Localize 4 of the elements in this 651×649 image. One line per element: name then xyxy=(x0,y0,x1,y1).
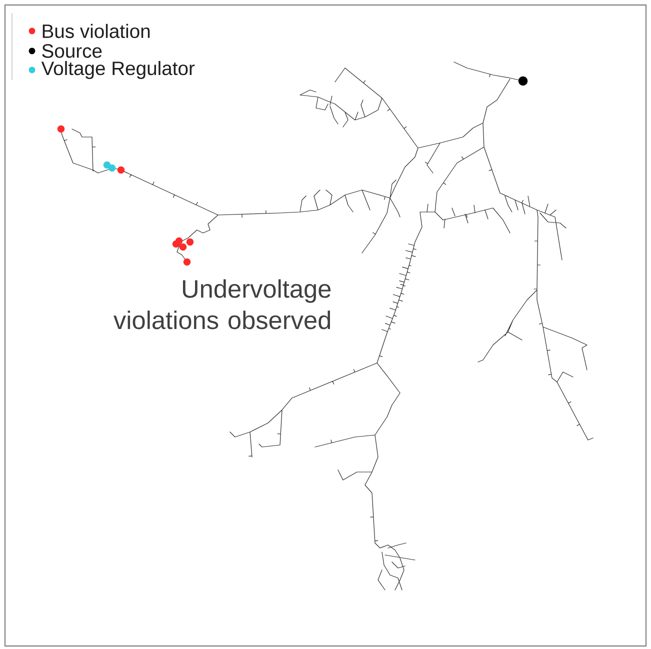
annotation-text: Undervoltage violations observed xyxy=(114,279,331,330)
legend-label: Bus violation xyxy=(42,24,150,38)
legend-label: Voltage Regulator xyxy=(41,60,195,79)
legend-label: Source xyxy=(42,44,102,58)
